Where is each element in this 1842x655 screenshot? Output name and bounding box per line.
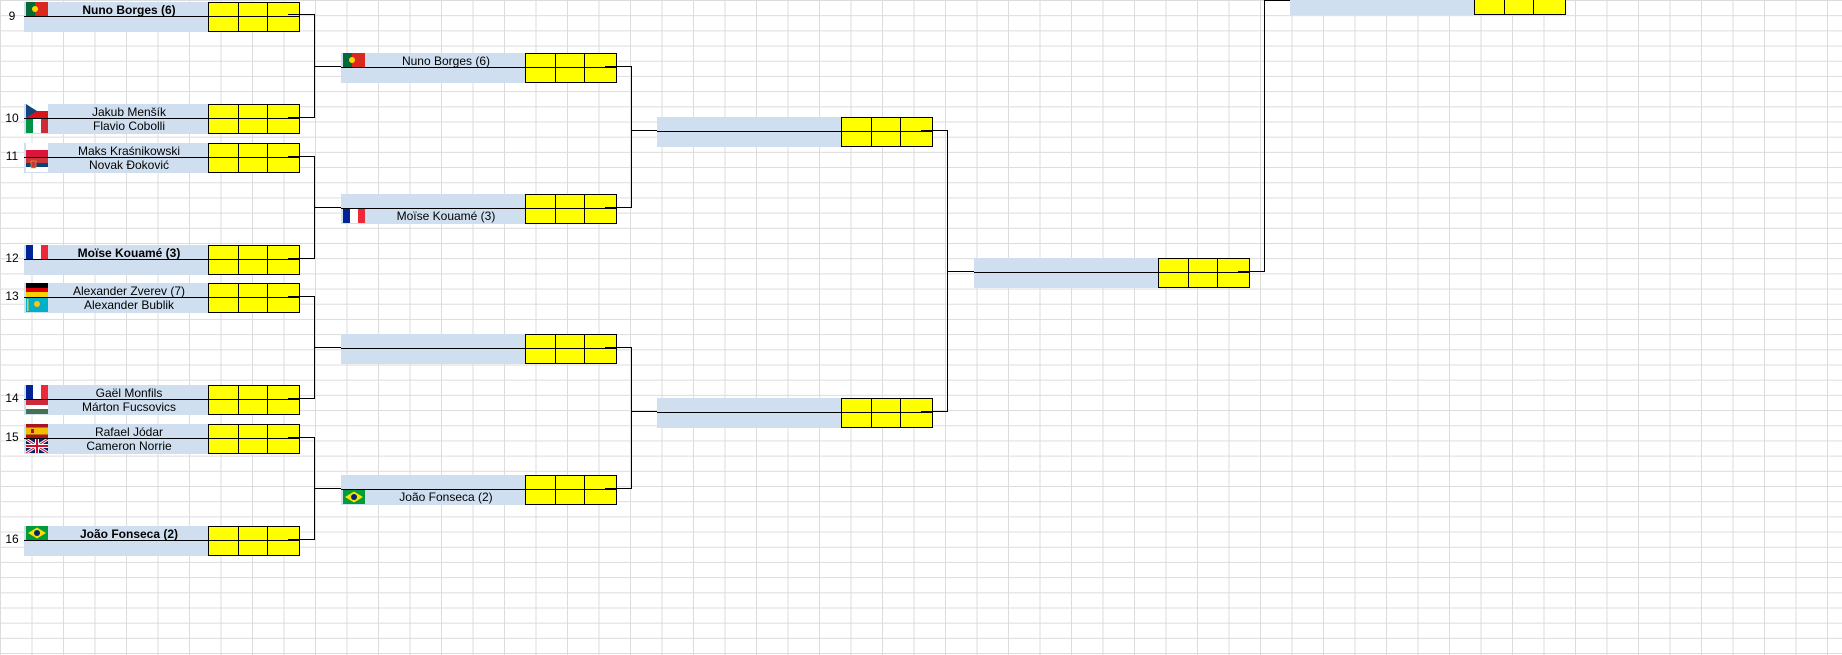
score-box[interactable] [208, 385, 300, 415]
r2-match-4: João Fonseca (2) [341, 475, 617, 505]
score-box[interactable] [841, 117, 933, 147]
czechia-flag-icon [26, 104, 48, 118]
r1-match-13: Alexander Zverev (7) Alexander Bublik [24, 283, 300, 313]
player-name[interactable]: Moïse Kouamé (3) [396, 209, 496, 223]
score-box[interactable] [208, 526, 300, 556]
player-name[interactable]: Moïse Kouamé (3) [77, 246, 181, 260]
connector-line [314, 488, 341, 489]
connector-line [631, 130, 657, 131]
player-name[interactable]: João Fonseca (2) [399, 490, 493, 504]
connector-line [314, 66, 341, 67]
player-name[interactable]: Jakub Menšík [91, 105, 167, 119]
connector-line [288, 258, 314, 259]
player-name[interactable]: Flavio Cobolli [92, 119, 166, 133]
player-name[interactable]: Rafael Jódar [94, 425, 164, 439]
score-box[interactable] [1158, 258, 1250, 288]
kazakhstan-flag-icon [26, 298, 48, 312]
connector-line [605, 66, 631, 67]
connector-line [605, 488, 631, 489]
portugal-flag-icon [26, 2, 48, 16]
france-flag-icon [26, 245, 48, 259]
connector-line [288, 14, 314, 15]
italy-flag-icon [26, 119, 48, 133]
connector-line [631, 347, 632, 489]
r4-match-1 [974, 258, 1250, 288]
score-box[interactable] [208, 283, 300, 313]
r3-match-2 [657, 398, 933, 428]
score-box[interactable] [525, 334, 617, 364]
connector-line [631, 66, 632, 208]
connector-line [288, 437, 314, 438]
poland-flag-icon [26, 143, 48, 157]
r2-match-2: Moïse Kouamé (3) [341, 194, 617, 224]
score-box[interactable] [525, 475, 617, 505]
r2-match-3 [341, 334, 617, 364]
player-name[interactable]: Nuno Borges (6) [401, 54, 491, 68]
r5-match-1 [1290, 0, 1566, 15]
connector-line [314, 347, 341, 348]
portugal-flag-icon [343, 53, 365, 67]
row-number-13: 13 [5, 289, 19, 303]
connector-line [288, 117, 314, 118]
r1-match-16: João Fonseca (2) [24, 526, 300, 556]
player-name[interactable]: Cameron Norrie [86, 439, 172, 453]
france-flag-icon [343, 209, 365, 223]
connector-line [1264, 0, 1265, 272]
connector-line [1264, 0, 1290, 1]
connector-line [921, 411, 947, 412]
player-name[interactable]: João Fonseca (2) [79, 527, 179, 541]
score-box[interactable] [841, 398, 933, 428]
player-name[interactable]: Nuno Borges (6) [82, 3, 176, 17]
germany-flag-icon [26, 283, 48, 297]
player-name[interactable]: Maks Kraśnikowski [77, 144, 181, 158]
spain-flag-icon [26, 424, 48, 438]
row-number-12: 12 [5, 251, 19, 265]
score-box[interactable] [208, 424, 300, 454]
brazil-flag-icon [26, 526, 48, 540]
r1-match-15: Rafael Jódar Cameron Norrie [24, 424, 300, 454]
score-box[interactable] [208, 104, 300, 134]
row-number-14: 14 [5, 391, 19, 405]
connector-line [921, 130, 947, 131]
connector-line [288, 156, 314, 157]
r1-match-12: Moïse Kouamé (3) [24, 245, 300, 275]
connector-line [605, 207, 631, 208]
r2-match-1: Nuno Borges (6) [341, 53, 617, 83]
r3-match-1 [657, 117, 933, 147]
row-number-15: 15 [5, 430, 19, 444]
united-kingdom-flag-icon [26, 439, 48, 453]
score-box[interactable] [525, 194, 617, 224]
score-box[interactable] [208, 143, 300, 173]
row-number-16: 16 [5, 532, 19, 546]
hungary-flag-icon [26, 400, 48, 414]
score-box[interactable] [208, 245, 300, 275]
connector-line [631, 411, 657, 412]
row-number-9: 9 [8, 9, 16, 23]
player-name[interactable]: Novak Đoković [88, 158, 170, 172]
player-name[interactable]: Márton Fucsovics [81, 400, 177, 414]
brazil-flag-icon [343, 490, 365, 504]
connector-line [1238, 271, 1264, 272]
connector-line [947, 271, 974, 272]
connector-line [605, 347, 631, 348]
score-box[interactable] [525, 53, 617, 83]
r1-match-9: Nuno Borges (6) [24, 2, 300, 32]
score-box[interactable] [1474, 0, 1566, 15]
r1-match-10: Jakub Menšík Flavio Cobolli [24, 104, 300, 134]
france-flag-icon [26, 385, 48, 399]
player-name[interactable]: Alexander Bublik [83, 298, 175, 312]
connector-line [314, 207, 341, 208]
connector-line [288, 398, 314, 399]
score-box[interactable] [208, 2, 300, 32]
player-name[interactable]: Alexander Zverev (7) [72, 284, 186, 298]
connector-line [288, 296, 314, 297]
r1-match-14: Gaël Monfils Márton Fucsovics [24, 385, 300, 415]
serbia-flag-icon [26, 158, 48, 172]
connector-line [288, 539, 314, 540]
r1-match-11: Maks Kraśnikowski Novak Đoković [24, 143, 300, 173]
row-number-11: 11 [5, 149, 19, 163]
row-number-10: 10 [5, 111, 19, 125]
player-name[interactable]: Gaël Monfils [95, 386, 163, 400]
